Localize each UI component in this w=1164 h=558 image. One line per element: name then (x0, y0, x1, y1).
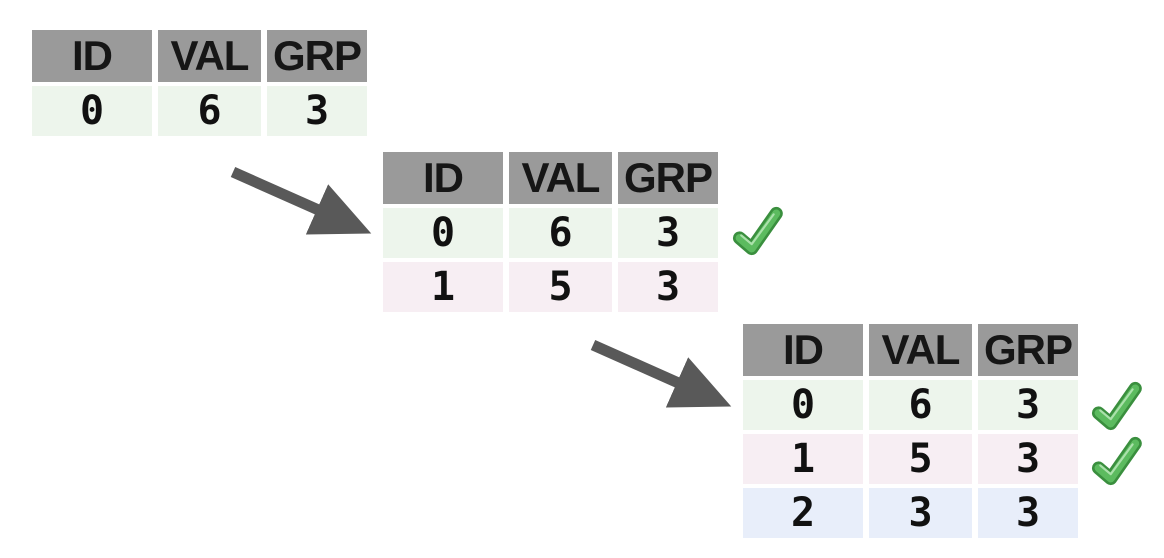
cell-val: 5 (869, 434, 972, 484)
column-header-id: ID (743, 324, 863, 376)
column-header-grp: GRP (978, 324, 1078, 376)
table-row: 1 5 3 (383, 262, 718, 312)
column-header-val: VAL (509, 152, 612, 204)
green-check-icon (732, 206, 783, 256)
cell-val: 5 (509, 262, 612, 312)
table-step-3: ID VAL GRP 0 6 3 1 5 3 2 3 3 (737, 320, 1084, 542)
column-header-val: VAL (869, 324, 972, 376)
column-header-grp: GRP (618, 152, 718, 204)
column-header-grp: GRP (267, 30, 367, 82)
cell-grp: 3 (978, 380, 1078, 430)
arrow-step1-to-step2-icon (230, 166, 372, 235)
cell-grp: 3 (978, 434, 1078, 484)
column-header-id: ID (383, 152, 503, 204)
cell-val: 6 (158, 86, 261, 136)
cell-id: 0 (743, 380, 863, 430)
table-header-row: ID VAL GRP (743, 324, 1078, 376)
cell-id: 1 (383, 262, 503, 312)
cell-grp: 3 (978, 488, 1078, 538)
table-header-row: ID VAL GRP (383, 152, 718, 204)
table-step-1: ID VAL GRP 0 6 3 (26, 26, 373, 140)
column-header-id: ID (32, 30, 152, 82)
table-step-2: ID VAL GRP 0 6 3 1 5 3 (377, 148, 724, 316)
cell-val: 6 (869, 380, 972, 430)
arrow-step2-to-step3-icon (590, 339, 732, 408)
table-row: 0 6 3 (383, 208, 718, 258)
cell-id: 2 (743, 488, 863, 538)
cell-grp: 3 (618, 208, 718, 258)
cell-val: 3 (869, 488, 972, 538)
green-check-icon (1091, 381, 1142, 431)
green-check-icon (1091, 436, 1142, 486)
cell-id: 1 (743, 434, 863, 484)
table-header-row: ID VAL GRP (32, 30, 367, 82)
table-row: 1 5 3 (743, 434, 1078, 484)
table-row: 0 6 3 (32, 86, 367, 136)
cell-grp: 3 (618, 262, 718, 312)
column-header-val: VAL (158, 30, 261, 82)
cell-val: 6 (509, 208, 612, 258)
cell-id: 0 (32, 86, 152, 136)
cell-id: 0 (383, 208, 503, 258)
cell-grp: 3 (267, 86, 367, 136)
table-row: 2 3 3 (743, 488, 1078, 538)
table-row: 0 6 3 (743, 380, 1078, 430)
